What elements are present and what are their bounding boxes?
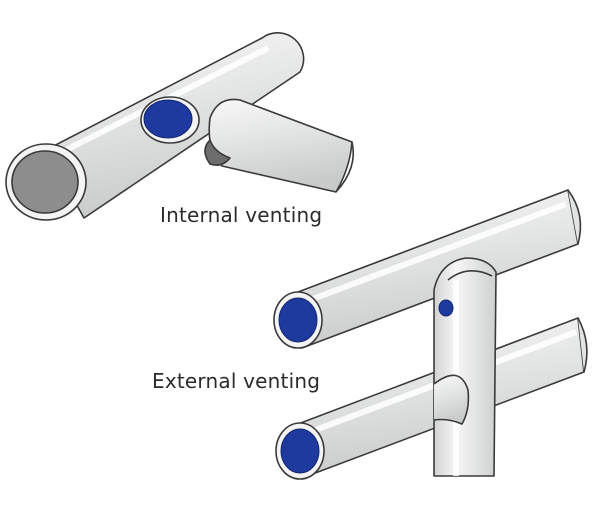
external-venting-label: External venting: [152, 369, 321, 393]
lower-rail-saddle: [433, 374, 470, 425]
main-pipe-open-end-inner: [11, 150, 79, 214]
internal-venting-label: Internal venting: [160, 203, 323, 227]
external-venting-assembly: [273, 189, 588, 480]
vertical-post: [433, 257, 497, 477]
upper-rail-end: [567, 189, 582, 245]
post-top-saddle: [447, 270, 493, 281]
internal-vent-hole-blue: [143, 99, 193, 139]
external-vent-hole: [438, 299, 454, 317]
lower-rail-end: [577, 317, 588, 373]
internal-venting-assembly: [5, 32, 355, 221]
lower-rail-open-end-blue: [280, 428, 320, 474]
branch-pipe-end: [335, 141, 355, 193]
upper-rail-open-end-blue: [278, 297, 318, 343]
branch-saddle-shadow: [204, 139, 231, 166]
upper-rail-highlight: [308, 201, 568, 303]
branch-pipe-body: [208, 98, 353, 193]
